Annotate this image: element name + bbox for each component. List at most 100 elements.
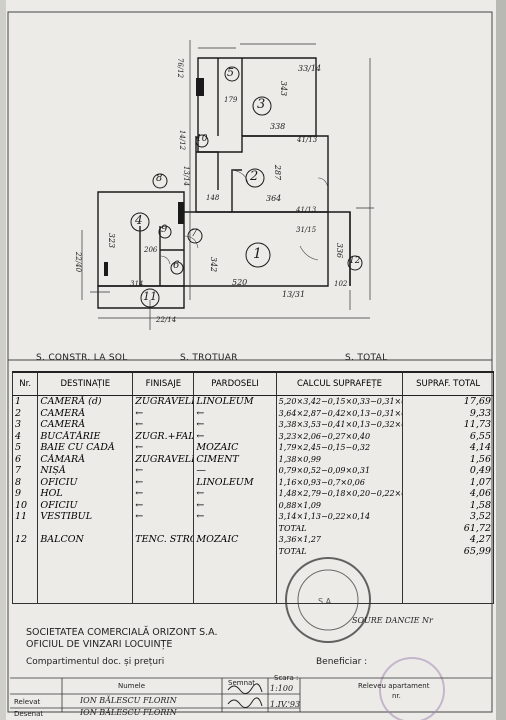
desenat-label: Desenat bbox=[14, 710, 44, 718]
cell-total: 0,49 bbox=[402, 465, 494, 477]
table-row: 2CAMERĂ←←3,64×2,87−0,42×0,13−0,31×0,149,… bbox=[11, 407, 494, 419]
cell-total: 9,33 bbox=[402, 407, 494, 419]
room-number-5: 5 bbox=[227, 66, 234, 79]
cell-nr bbox=[11, 580, 39, 592]
sidewalk-area-label: S. TROTUAR bbox=[180, 353, 238, 363]
col-numele: Numele bbox=[118, 682, 146, 690]
cell-nr: 9 bbox=[11, 488, 39, 500]
cell-nr bbox=[11, 591, 39, 604]
cell-pardoseli: ← bbox=[193, 419, 277, 431]
cell-nr bbox=[11, 557, 39, 569]
cell-pardoseli: ← bbox=[193, 488, 277, 500]
cell-pardoseli: CIMENT bbox=[193, 453, 277, 465]
room-number-7: 7 bbox=[191, 228, 198, 239]
cell-nr: 2 bbox=[11, 407, 39, 419]
col-header-destinatie: DESTINAȚIE bbox=[37, 371, 134, 396]
cell-nr: 11 bbox=[11, 511, 39, 523]
cell-total: 1,56 bbox=[402, 453, 494, 465]
dim-label: 102 bbox=[334, 280, 348, 288]
cell-finisaje: ZUGR.+FAIANT bbox=[132, 430, 195, 442]
cell-total: 61,72 bbox=[402, 522, 494, 534]
cell-finisaje: ZUGRAVELI bbox=[132, 395, 195, 408]
room-number-2: 2 bbox=[250, 169, 259, 184]
cell-finisaje: TENC. STROP. bbox=[132, 534, 195, 546]
cell-nr: 4 bbox=[11, 430, 39, 442]
cell-pardoseli: MOZAIC bbox=[193, 442, 277, 454]
dim-label: 31/15 bbox=[296, 226, 317, 234]
col-header-calcul: CALCUL SUPRAFEȚE bbox=[275, 371, 404, 396]
cell-total: 11,73 bbox=[402, 419, 494, 431]
cell-pardoseli: ← bbox=[193, 430, 277, 442]
table-row: 3CAMERĂ←←3,38×3,53−0,41×0,13−0,32×0,1411… bbox=[11, 419, 494, 431]
cell-total: 3,52 bbox=[402, 511, 494, 523]
cell-nr: 12 bbox=[11, 534, 39, 546]
cell-pardoseli bbox=[193, 545, 277, 557]
department-name: Compartimentul doc. și prețuri bbox=[26, 657, 165, 667]
relevat-name: ION BĂLESCU FLORIN bbox=[80, 696, 177, 705]
releveu-label: Releveu apartament bbox=[358, 682, 430, 690]
dim-label: 206 bbox=[144, 246, 158, 254]
room-number-8: 8 bbox=[156, 173, 163, 184]
cell-total: 6,55 bbox=[402, 430, 494, 442]
cell-total bbox=[402, 568, 494, 580]
cell-nr: 5 bbox=[11, 442, 39, 454]
page-right-edge bbox=[496, 0, 506, 720]
cell-nr bbox=[11, 568, 39, 580]
cell-pardoseli: LINOLEUM bbox=[193, 395, 277, 408]
cell-total bbox=[402, 591, 494, 604]
cell-finisaje: ZUGRAVELI bbox=[132, 453, 195, 465]
construction-area-label: S. CONSTR. LA SOL bbox=[36, 353, 128, 363]
room-number-10: 10 bbox=[196, 134, 208, 144]
col-semnat: Semnat bbox=[228, 679, 256, 687]
cell-total: 1,58 bbox=[402, 499, 494, 511]
dim-label: 148 bbox=[206, 194, 220, 202]
cell-pardoseli bbox=[193, 580, 277, 592]
cell-total: 4,27 bbox=[402, 534, 494, 546]
scale-value: 1:100 bbox=[270, 684, 294, 693]
cell-nr: 7 bbox=[11, 465, 39, 477]
cell-nr: 6 bbox=[11, 453, 39, 465]
col-scara: Scara : bbox=[274, 674, 299, 682]
cell-total bbox=[402, 557, 494, 569]
dim-label: 41/13 bbox=[296, 206, 317, 214]
room-number-1: 1 bbox=[253, 246, 262, 262]
dim-label: 13/31 bbox=[282, 290, 306, 299]
cell-pardoseli bbox=[193, 557, 277, 569]
cell-pardoseli: ← bbox=[193, 511, 277, 523]
table-header-row: Nr. DESTINAȚIE FINISAJE PARDOSELI CALCUL… bbox=[11, 371, 494, 396]
drawing-date: 1.IV.'93 bbox=[270, 700, 301, 709]
dim-label: 520 bbox=[232, 278, 248, 287]
cell-nr: 8 bbox=[11, 476, 39, 488]
cell-total bbox=[402, 580, 494, 592]
page-left-edge bbox=[0, 0, 6, 720]
desenat-name: ION BĂLESCU FLORIN bbox=[80, 708, 177, 717]
cell-nr bbox=[11, 545, 39, 557]
col-header-total: SUPRAF. TOTAL bbox=[402, 371, 494, 396]
releveu-nr: nr. bbox=[392, 692, 401, 700]
cell-total: 1,07 bbox=[402, 476, 494, 488]
cell-nr: 1 bbox=[11, 395, 39, 408]
total-area-label: S. TOTAL bbox=[345, 353, 388, 363]
col-header-nr: Nr. bbox=[11, 371, 39, 396]
office-name: OFICIUL DE VINZARI LOCUINȚE bbox=[26, 639, 173, 650]
cell-total: 65,99 bbox=[402, 545, 494, 557]
dim-label: 179 bbox=[224, 96, 238, 104]
cell-nr: 10 bbox=[11, 499, 39, 511]
cell-pardoseli: MOZAIC bbox=[193, 534, 277, 546]
cell-pardoseli bbox=[193, 568, 277, 580]
beneficiary-label: Beneficiar : bbox=[316, 657, 368, 667]
cell-total: 4,14 bbox=[402, 442, 494, 454]
cell-pardoseli bbox=[193, 591, 277, 604]
dim-label: 314 bbox=[130, 280, 144, 288]
